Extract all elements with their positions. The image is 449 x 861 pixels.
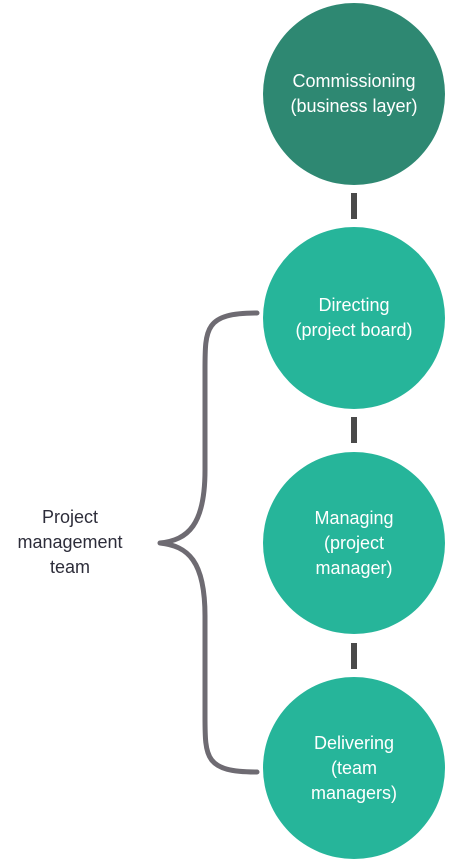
level-commissioning-subtitle: (business layer) <box>290 96 418 116</box>
level-delivering-title: Delivering <box>313 732 395 753</box>
level-directing-subtitle: (project board) <box>295 320 413 340</box>
connector-managing-delivering <box>351 643 357 669</box>
level-delivering-subtitle-line2: managers) <box>310 782 398 803</box>
connector-directing-managing <box>351 417 357 443</box>
level-managing-title: Managing <box>314 507 394 528</box>
team-label-line3: team <box>49 557 91 577</box>
level-directing-title: Directing <box>318 295 390 315</box>
level-directing: Directing (project board) <box>263 227 445 409</box>
connector-commissioning-directing <box>351 193 357 219</box>
level-commissioning: Commissioning (business layer) <box>263 3 445 185</box>
level-managing-subtitle-line2: manager) <box>315 557 393 578</box>
level-delivering-subtitle-line1: (team <box>330 757 377 778</box>
team-label-line1: Project <box>41 507 99 527</box>
level-managing-subtitle-line1: (project <box>323 532 385 553</box>
level-commissioning-title: Commissioning <box>292 71 416 91</box>
team-label-line2: management <box>17 532 123 552</box>
project-management-team-label: Project management team <box>0 505 140 580</box>
level-managing: Managing (project manager) <box>263 452 445 634</box>
level-delivering: Delivering (team managers) <box>263 677 445 859</box>
